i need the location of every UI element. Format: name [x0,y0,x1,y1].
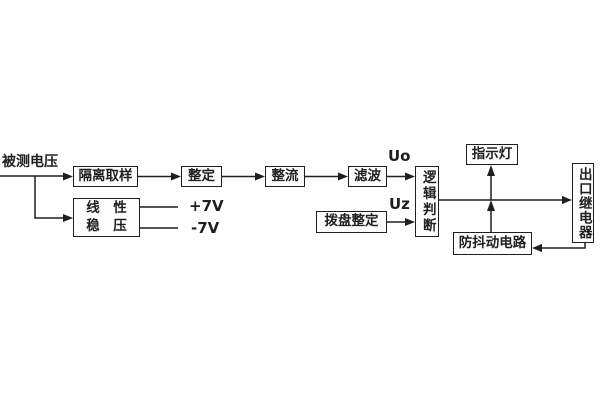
arrow-right-icon [405,218,415,226]
connector-debounce-to-junction [487,200,495,232]
block-linear-regulator: 线 性 稳 压 [73,198,140,237]
connector-input-branch-to-regulator [34,176,73,222]
signal-minus7v-label: -7V [191,219,220,237]
arrow-right-icon [338,172,348,181]
arrow-right-icon [405,172,415,181]
block-linear-regulator-row1: 线 性 [86,199,127,216]
arrow-right-icon [171,172,181,181]
connector-dial-to-logic [387,218,415,226]
block-rectifier: 整流 [265,166,305,187]
block-debounce-circuit: 防抖动电路 [453,232,532,255]
connector-filter-to-logic [387,172,415,181]
arrow-right-icon [63,172,73,181]
block-linear-regulator-text: 线 性 稳 压 [74,199,139,236]
block-indicator-lamp-label: 指示灯 [471,145,513,162]
block-dial-setting: 拨盘整定 [316,211,387,233]
block-dial-setting-label: 拨盘整定 [324,213,379,230]
connector-input-to-isolation [0,172,73,181]
block-setting-label: 整定 [188,167,215,184]
block-filter: 滤波 [348,166,387,187]
block-isolation-sampling: 隔离取样 [73,166,138,187]
connector-logic-to-relay [439,196,572,204]
connector-junction-to-indicator [487,165,495,200]
connector-setting-to-rectifier [222,172,265,181]
arrow-up-icon [487,200,495,211]
arrow-up-icon [487,165,495,176]
block-output-relay: 出口继电器 [572,163,594,243]
block-setting: 整定 [181,166,222,187]
signal-plus7v-label: +7V [189,197,224,215]
block-logic-judgment-label: 逻辑判断 [419,169,436,234]
arrow-right-icon [255,172,265,181]
signal-uz-label: Uz [389,195,410,213]
connector-rectifier-to-filter [305,172,348,181]
input-voltage-label: 被测电压 [2,154,58,170]
arrow-right-icon [562,196,572,204]
block-debounce-circuit-label: 防抖动电路 [458,234,527,251]
block-isolation-sampling-label: 隔离取样 [78,167,133,184]
block-rectifier-label: 整流 [271,167,299,184]
block-linear-regulator-row2: 稳 压 [86,218,127,234]
arrow-left-icon [532,244,542,252]
arrow-right-icon [63,214,73,222]
block-output-relay-label: 出口继电器 [575,166,592,240]
signal-uo-label: Uo [388,147,411,165]
block-indicator-lamp: 指示灯 [466,144,518,165]
connector-relay-to-debounce [532,243,586,252]
connector-isolation-to-setting [138,172,181,181]
block-filter-label: 滤波 [354,167,381,184]
block-logic-judgment: 逻辑判断 [415,166,439,237]
